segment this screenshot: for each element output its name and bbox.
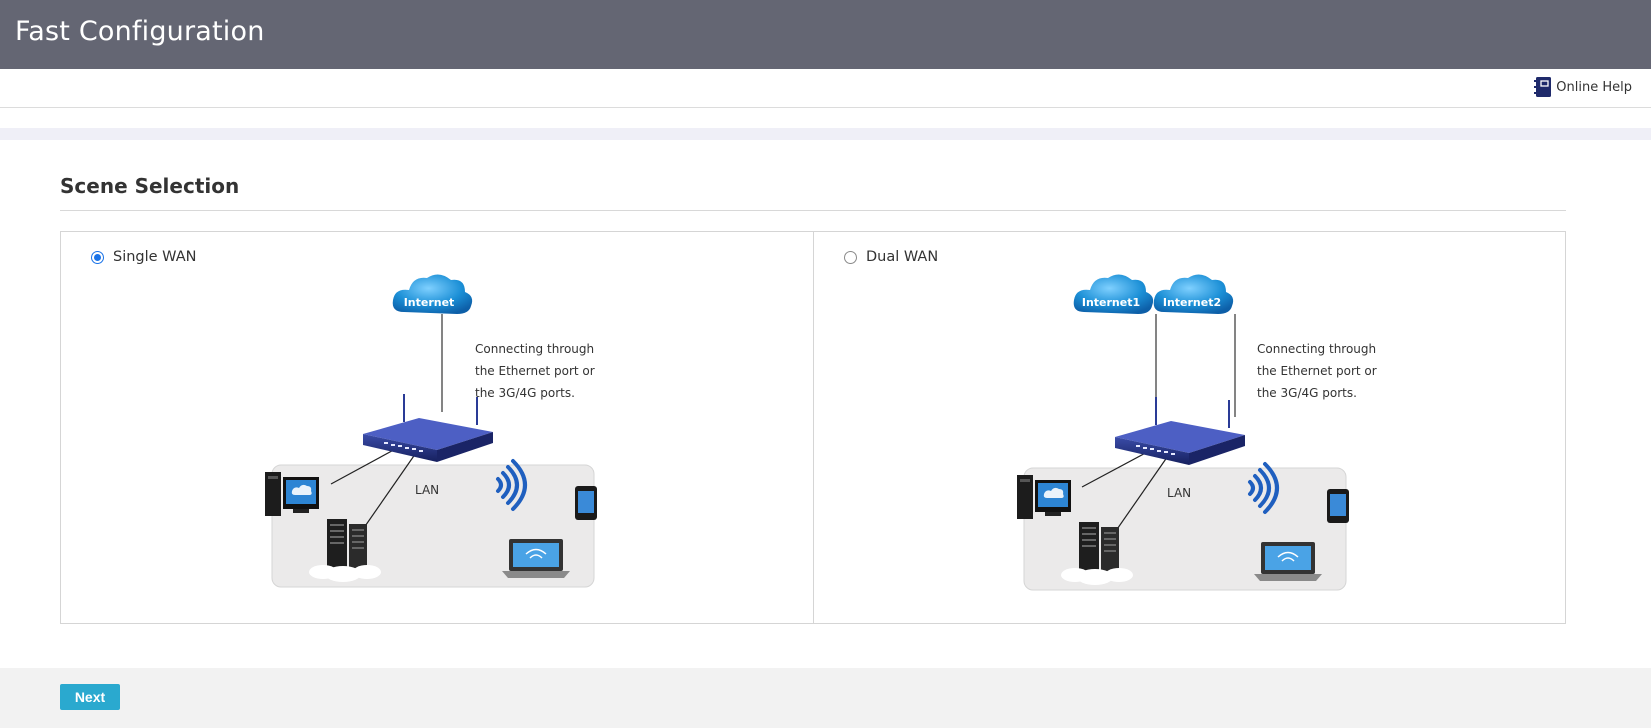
- help-bar: Online Help: [0, 69, 1651, 108]
- smartphone-icon: [575, 486, 597, 520]
- section-title: Scene Selection: [60, 174, 240, 198]
- page-title: Fast Configuration: [15, 16, 265, 47]
- internet1-cloud-icon: Internet1: [1073, 274, 1154, 314]
- lan-label: LAN: [415, 483, 439, 497]
- desktop-pc-icon: [265, 472, 319, 516]
- scene-single-wan: Single WAN Internet: [61, 232, 814, 623]
- dual-wan-radio[interactable]: [844, 250, 857, 264]
- online-help-label: Online Help: [1556, 79, 1632, 95]
- single-wan-option[interactable]: Single WAN: [91, 249, 197, 265]
- internet-cloud-icon: Internet: [392, 274, 473, 314]
- dual-wan-option[interactable]: Dual WAN: [844, 249, 938, 265]
- online-help-link[interactable]: Online Help: [1534, 73, 1632, 101]
- scene-options: Single WAN Internet: [60, 231, 1566, 624]
- server-icon: [309, 519, 381, 582]
- router-icon: [1115, 397, 1245, 465]
- footer-bar: Next: [0, 668, 1651, 728]
- scene-description: Connecting through the Ethernet port or …: [1257, 342, 1381, 400]
- desktop-pc-icon: [1017, 475, 1071, 519]
- server-icon: [1061, 522, 1133, 585]
- single-wan-label: Single WAN: [113, 249, 197, 265]
- lan-label: LAN: [1167, 486, 1191, 500]
- laptop-icon: [1254, 542, 1322, 581]
- divider-stripe: [0, 128, 1651, 140]
- internet2-cloud-icon: Internet2: [1153, 274, 1234, 314]
- smartphone-icon: [1327, 489, 1349, 523]
- cloud-label: Internet: [404, 296, 455, 309]
- dual-wan-diagram: Internet1 Internet2 Connecting through t…: [1017, 274, 1381, 591]
- cloud-label: Internet1: [1082, 296, 1140, 309]
- app-header: Fast Configuration: [0, 0, 1651, 69]
- router-icon: [363, 394, 493, 462]
- single-wan-radio[interactable]: [91, 250, 104, 264]
- single-wan-diagram: Internet Connecting through the Ethernet…: [265, 274, 599, 588]
- help-book-icon: [1534, 77, 1552, 97]
- dual-wan-label: Dual WAN: [866, 249, 939, 265]
- laptop-icon: [502, 539, 570, 578]
- wifi-signal-icon: [1248, 462, 1279, 514]
- scene-dual-wan: Dual WAN Internet1 Inte: [814, 232, 1565, 623]
- scene-description: Connecting through the Ethernet port or …: [475, 342, 599, 400]
- cloud-label: Internet2: [1163, 296, 1221, 309]
- section-divider: [60, 210, 1566, 211]
- next-button[interactable]: Next: [60, 684, 120, 710]
- wifi-signal-icon: [496, 459, 527, 511]
